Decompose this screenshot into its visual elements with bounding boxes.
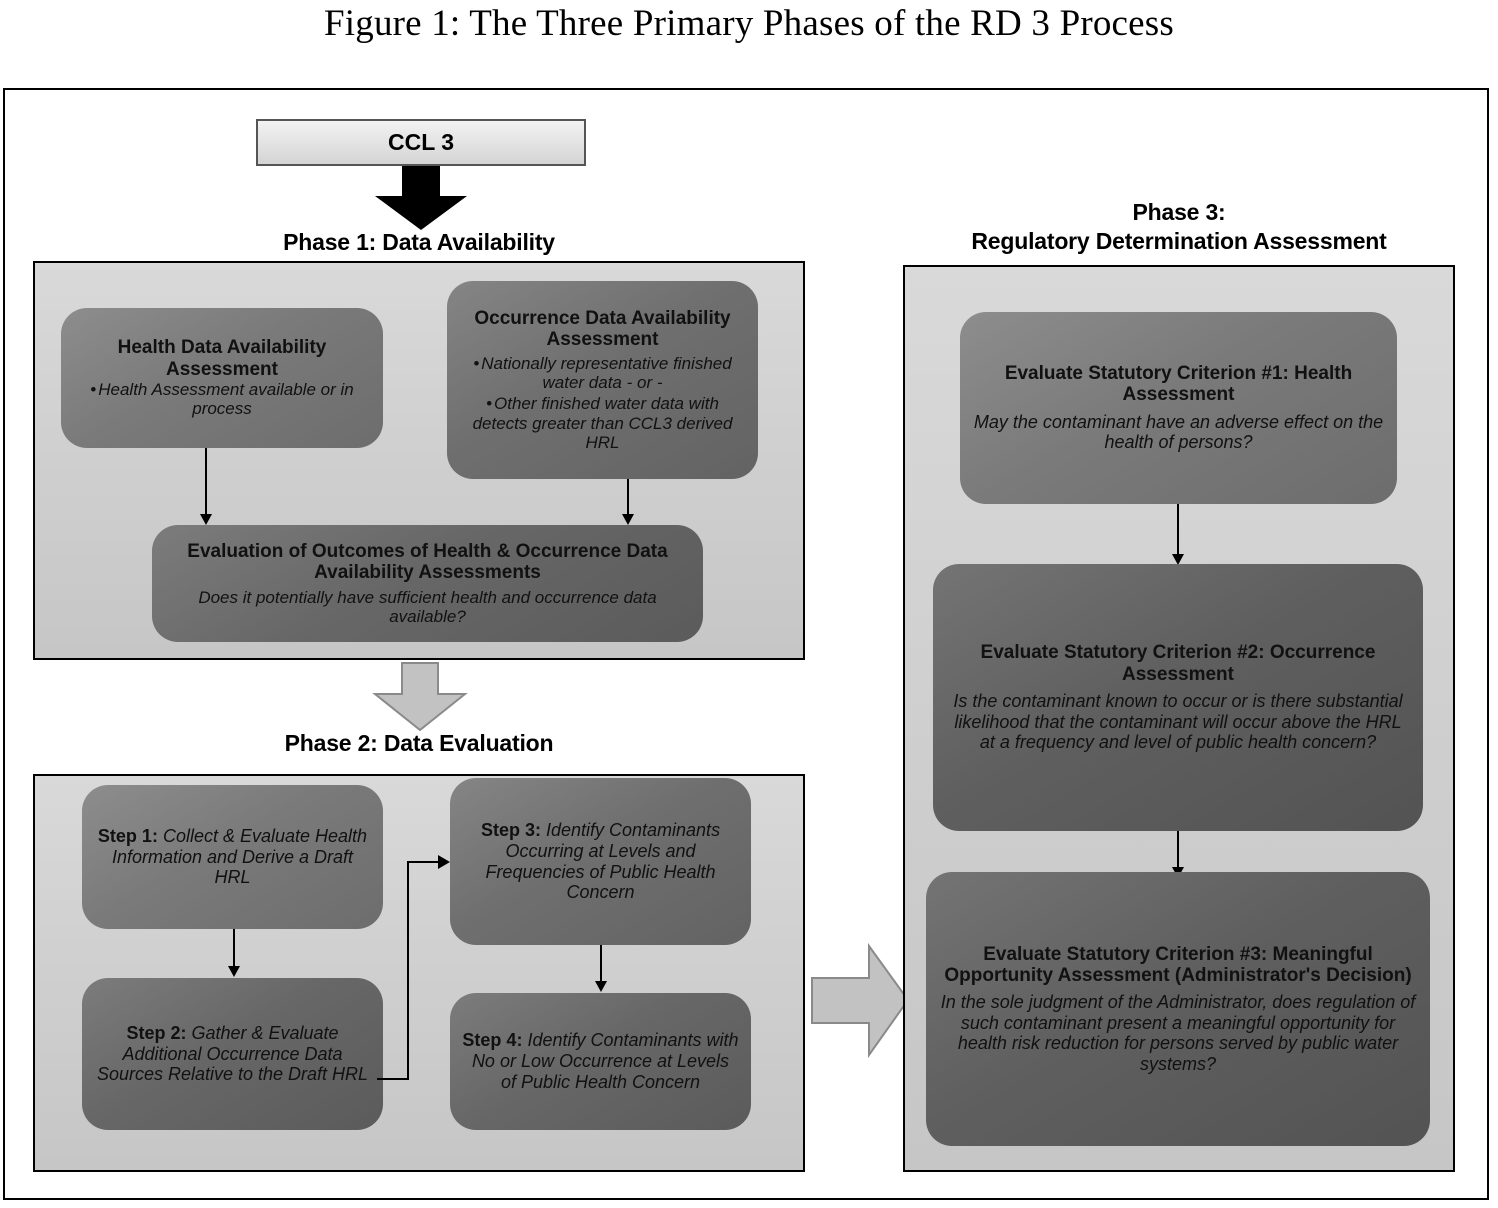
- connector-step2-elbow-riser: [407, 862, 409, 1080]
- arrow-ccl3-to-phase1: [375, 166, 467, 230]
- node-body: May the contaminant have an adverse effe…: [973, 411, 1384, 453]
- arrowhead-health-to-evaluation: [200, 514, 212, 525]
- node-heading: Evaluation of Outcomes of Health & Occur…: [187, 540, 668, 584]
- connector-step2-elbow-top: [407, 861, 440, 863]
- connector-step2-elbow-bottom: [377, 1078, 409, 1080]
- node-heading: Evaluate Statutory Criterion #1: Health …: [1004, 363, 1353, 406]
- node-step-3: Step 3: Identify Contaminants Occurring …: [450, 778, 751, 945]
- node-text: Step 2: Gather & Evaluate Additional Occ…: [94, 1023, 371, 1085]
- arrow-phase1-to-phase2: [372, 662, 468, 732]
- node-heading: Health Data Availability Assessment: [117, 337, 327, 380]
- node-heading: Step 1:: [97, 825, 158, 846]
- node-heading: Evaluate Statutory Criterion #3: Meaning…: [944, 943, 1412, 986]
- node-health-data-availability: Health Data Availability Assessment Heal…: [61, 308, 383, 448]
- phase3-caption-line2: Regulatory Determination Assessment: [971, 228, 1387, 254]
- node-step-2: Step 2: Gather & Evaluate Additional Occ…: [82, 978, 383, 1130]
- connector-criterion1-to-criterion2: [1177, 504, 1179, 556]
- node-heading: Occurrence Data Availability Assessment: [474, 307, 731, 351]
- node-occurrence-data-availability: Occurrence Data Availability Assessment …: [447, 281, 758, 479]
- node-body: Collect & Evaluate Health Information an…: [111, 825, 368, 888]
- ccl3-label: CCL 3: [387, 129, 455, 155]
- connector-step3-to-step4: [600, 945, 602, 983]
- phase1-caption: Phase 1: Data Availability: [283, 229, 555, 255]
- node-bullets: Health Assessment available or in proces…: [73, 380, 371, 419]
- node-text: Step 3: Identify Contaminants Occurring …: [462, 820, 739, 903]
- node-step-4: Step 4: Identify Contaminants with No or…: [450, 993, 751, 1130]
- arrowhead-criterion1-to-criterion2: [1172, 554, 1184, 565]
- arrowhead-elbow-to-step3: [438, 855, 450, 869]
- node-body: In the sole judgment of the Administrato…: [940, 992, 1416, 1074]
- node-heading: Step 4:: [462, 1030, 523, 1051]
- connector-step1-to-step2: [233, 929, 235, 968]
- node-criterion-3: Evaluate Statutory Criterion #3: Meaning…: [926, 872, 1430, 1146]
- arrowhead-step1-to-step2: [228, 966, 240, 977]
- node-text: Step 1: Collect & Evaluate Health Inform…: [94, 826, 371, 888]
- node-criterion-1: Evaluate Statutory Criterion #1: Health …: [960, 312, 1397, 504]
- node-body: Identify Contaminants with No or Low Occ…: [471, 1030, 739, 1092]
- node-body: Does it potentially have sufficient heal…: [198, 587, 657, 626]
- node-body: Identify Contaminants Occurring at Level…: [485, 820, 721, 903]
- node-bullets: Nationally representative finished water…: [459, 354, 746, 453]
- node-evaluation-of-outcomes: Evaluation of Outcomes of Health & Occur…: [152, 525, 703, 642]
- node-criterion-2: Evaluate Statutory Criterion #2: Occurre…: [933, 564, 1423, 831]
- node-body: Is the contaminant known to occur or is …: [953, 691, 1403, 753]
- arrowhead-step3-to-step4: [595, 981, 607, 992]
- node-step-1: Step 1: Collect & Evaluate Health Inform…: [82, 785, 383, 929]
- figure-title: Figure 1: The Three Primary Phases of th…: [323, 3, 1175, 44]
- arrowhead-occurrence-to-evaluation: [622, 514, 634, 525]
- phase3-caption-line1: Phase 3:: [1132, 199, 1226, 225]
- ccl3-node: CCL 3: [256, 119, 586, 166]
- connector-health-to-evaluation: [205, 448, 207, 516]
- phase2-caption: Phase 2: Data Evaluation: [284, 730, 554, 756]
- node-heading: Evaluate Statutory Criterion #2: Occurre…: [980, 642, 1376, 685]
- arrow-phase2-to-phase3: [811, 942, 910, 1059]
- node-body: Gather & Evaluate Additional Occurrence …: [96, 1022, 369, 1085]
- node-text: Step 4: Identify Contaminants with No or…: [462, 1030, 739, 1092]
- connector-criterion2-to-criterion3: [1177, 831, 1179, 869]
- connector-occurrence-to-evaluation: [627, 479, 629, 516]
- node-heading: Step 3:: [480, 820, 541, 841]
- node-heading: Step 2:: [126, 1022, 187, 1043]
